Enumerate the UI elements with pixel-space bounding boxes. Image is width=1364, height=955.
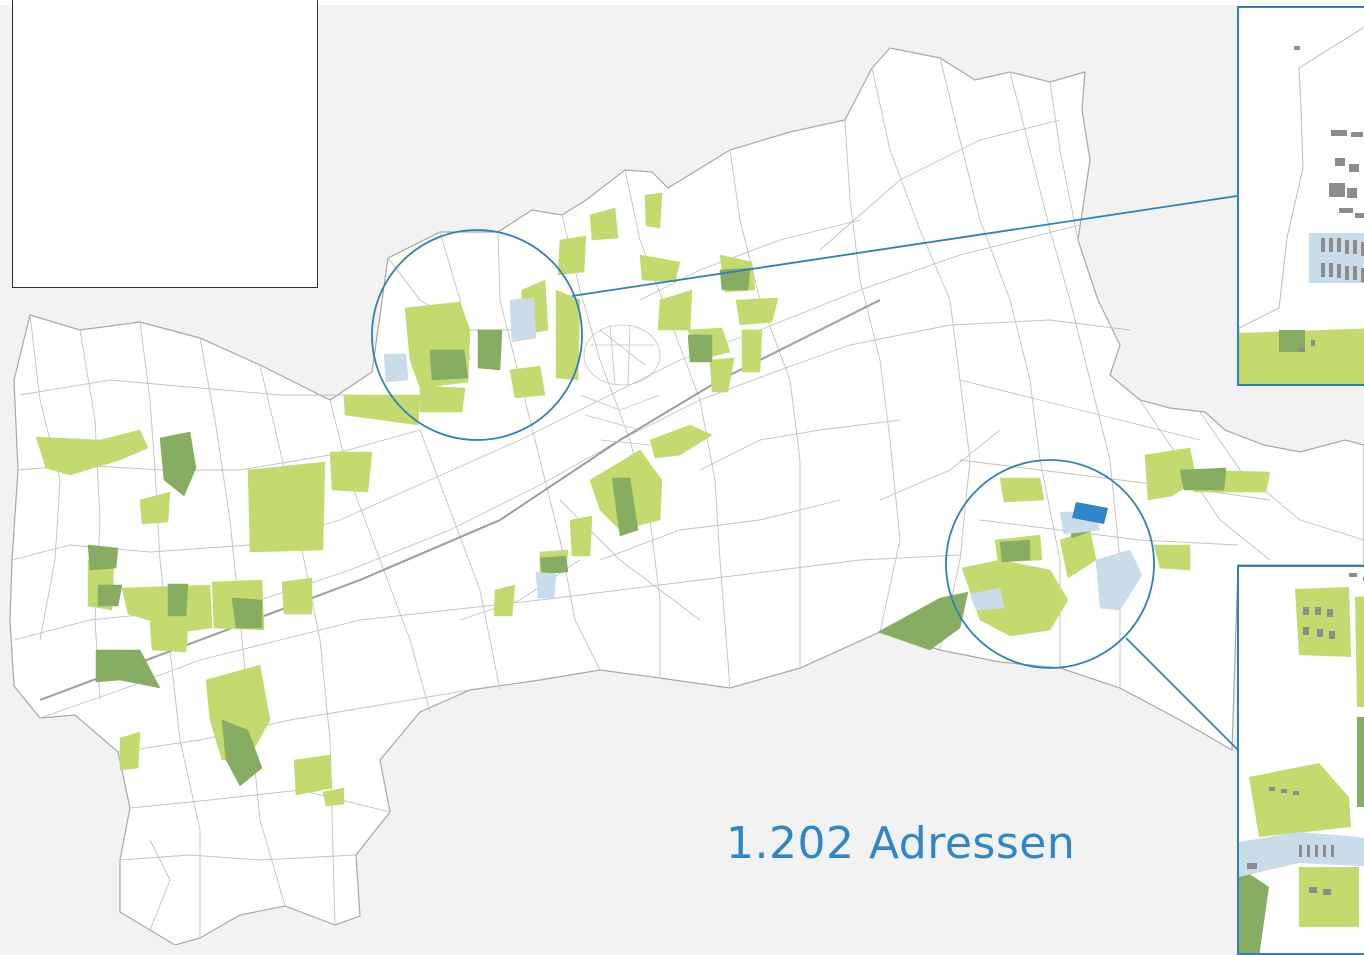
address-count-label: 1.202 Adressen bbox=[726, 818, 1076, 869]
city-boundary bbox=[9, 47, 1364, 945]
callout-line-east bbox=[1125, 637, 1241, 753]
downtown-blocks bbox=[579, 324, 661, 446]
top-strip bbox=[0, 0, 1364, 5]
dark-blue-area bbox=[1072, 502, 1108, 524]
railway-line bbox=[39, 299, 881, 701]
zoom-circle-east[interactable] bbox=[945, 459, 1155, 669]
callout-line-north bbox=[571, 195, 1238, 297]
light-blue-areas bbox=[383, 297, 1143, 611]
inset-map-north[interactable] bbox=[1237, 6, 1364, 386]
inset-east-map bbox=[1239, 567, 1364, 953]
inset-north-buildings bbox=[1294, 46, 1364, 352]
inset-north-map bbox=[1239, 26, 1364, 384]
inset-map-east[interactable] bbox=[1237, 565, 1364, 955]
zoom-callouts bbox=[371, 195, 1241, 753]
legend-box bbox=[12, 0, 318, 288]
zoom-circle-north[interactable] bbox=[371, 229, 583, 441]
inset-east-buildings bbox=[1247, 573, 1364, 895]
